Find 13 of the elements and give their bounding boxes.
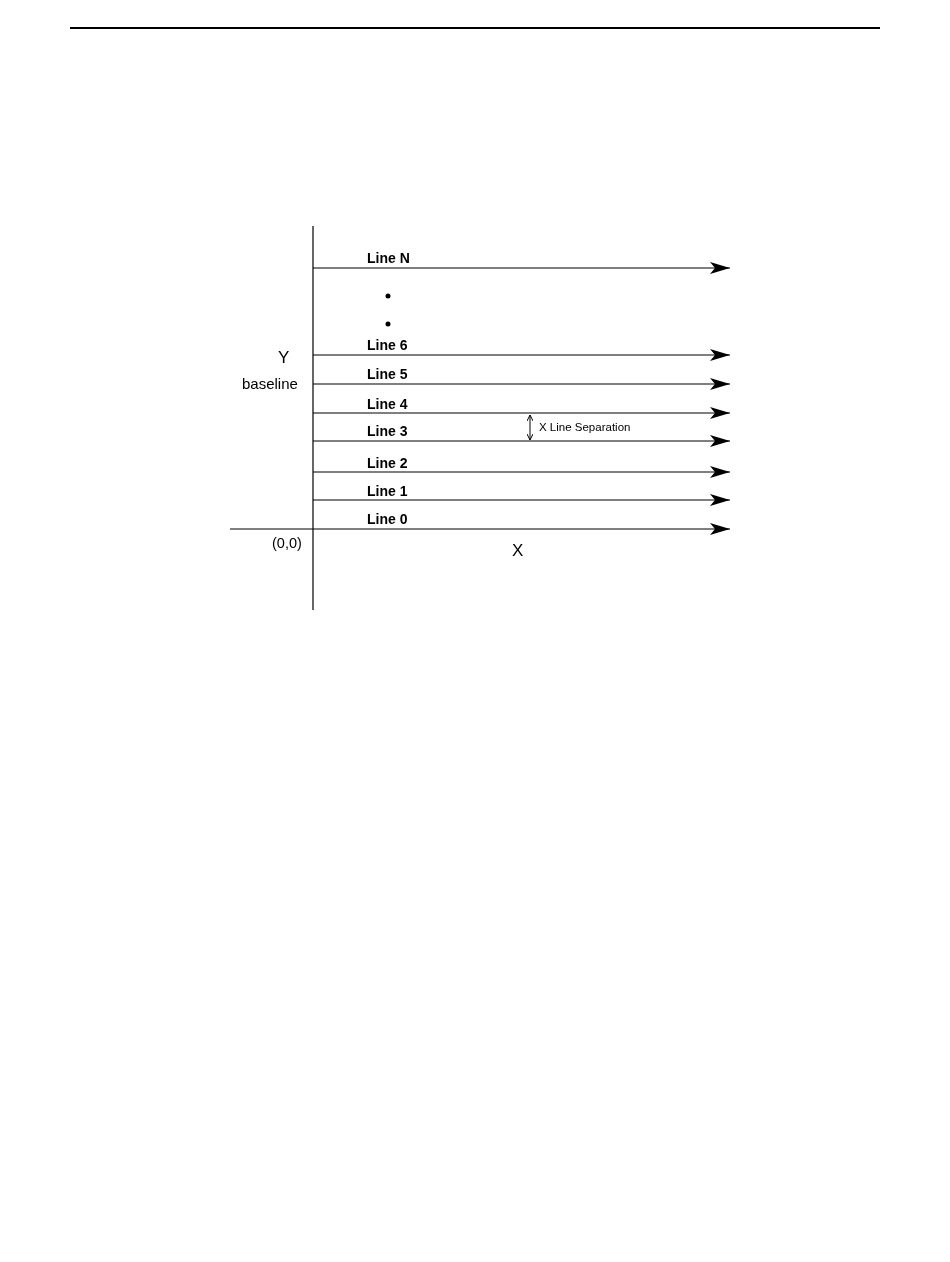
line-label: Line 5	[367, 367, 408, 381]
line-label: Line 1	[367, 484, 408, 498]
line-label: Line 6	[367, 338, 408, 352]
axis-label: (0,0)	[272, 536, 302, 551]
axis-label: Y	[278, 349, 290, 366]
dimension-label: X Line Separation	[539, 422, 631, 434]
line-label: Line 2	[367, 456, 408, 470]
axis-label: X	[512, 542, 524, 559]
line-label: Line 3	[367, 424, 408, 438]
line-label: Line N	[367, 251, 410, 265]
line-label: Line 0	[367, 512, 408, 526]
axis-label: baseline	[242, 376, 298, 391]
line-label: Line 4	[367, 397, 408, 411]
